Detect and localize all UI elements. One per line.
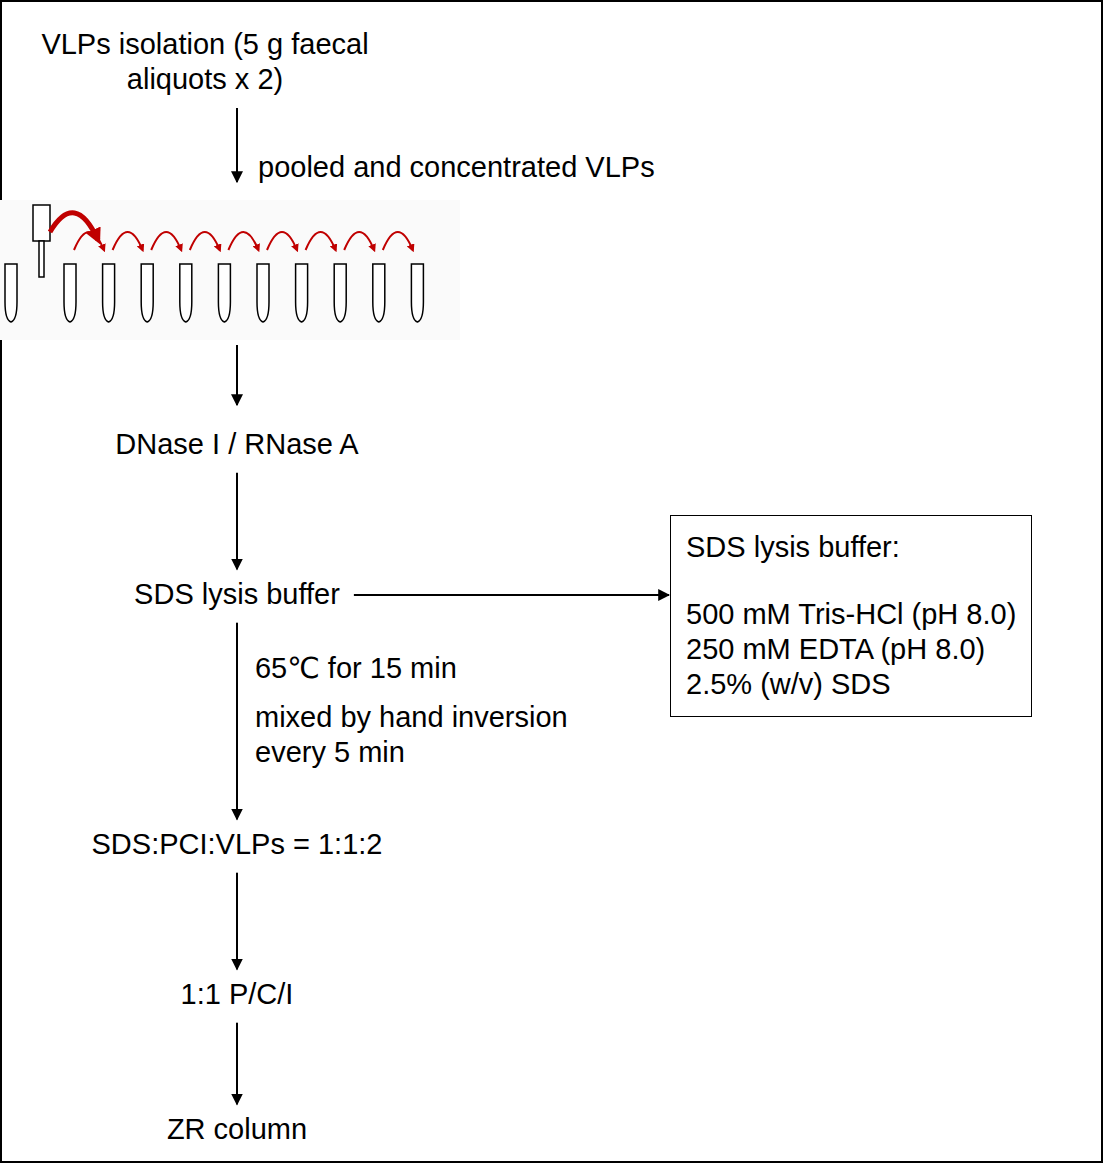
tube bbox=[296, 264, 308, 322]
transfer-arrow bbox=[267, 232, 297, 250]
box-heading: SDS lysis buffer: bbox=[686, 530, 1016, 565]
transfer-arrow bbox=[306, 232, 336, 250]
flow-arrow bbox=[236, 1023, 238, 1105]
step-label: SDS:PCI:VLPs = 1:1:2 bbox=[92, 827, 383, 862]
step-label: ZR column bbox=[167, 1112, 307, 1147]
flow-arrow bbox=[236, 873, 238, 970]
pipette-body bbox=[33, 205, 50, 241]
tube bbox=[180, 264, 192, 322]
step-text: SDS:PCI:VLPs = 1:1:2 bbox=[86, 823, 389, 866]
transfer-arrow bbox=[344, 232, 374, 250]
tube bbox=[257, 264, 269, 322]
step-label: 1:1 P/C/I bbox=[181, 977, 294, 1012]
tube bbox=[103, 264, 115, 322]
buffer-box: SDS lysis buffer: 500 mM Tris-HCl (pH 8.0… bbox=[670, 515, 1032, 717]
transfer-arrow bbox=[151, 232, 181, 250]
tube bbox=[5, 264, 17, 322]
transfer-arrow bbox=[113, 232, 143, 250]
step-text: VLPs isolation (5 g faecal aliquots x 2) bbox=[34, 23, 376, 102]
tube bbox=[334, 264, 346, 322]
tube-illustration bbox=[0, 200, 460, 340]
tube bbox=[373, 264, 385, 322]
transfer-arrow bbox=[74, 232, 104, 250]
condition-label: mixed by hand inversion every 5 min bbox=[253, 700, 647, 770]
tube bbox=[411, 264, 423, 322]
flow-arrow bbox=[236, 108, 238, 182]
recipe-line: 2.5% (w/v) SDS bbox=[686, 667, 1016, 702]
transfer-arrow bbox=[190, 232, 220, 250]
flow-arrow bbox=[236, 345, 238, 405]
flow-arrow bbox=[236, 623, 238, 820]
step-label: DNase I / RNase A bbox=[115, 427, 358, 462]
tube bbox=[218, 264, 230, 322]
tube bbox=[141, 264, 153, 322]
flow-arrow bbox=[236, 473, 238, 570]
illustration-ground bbox=[0, 200, 460, 340]
step-label: VLPs isolation (5 g faecal aliquots x 2) bbox=[40, 27, 370, 98]
tube bbox=[64, 264, 76, 322]
transfer-arrow bbox=[228, 232, 258, 250]
transfer-arrow bbox=[50, 213, 98, 240]
flow-arrow bbox=[354, 594, 669, 596]
step-text: SDS lysis buffer bbox=[128, 573, 346, 616]
pipette-tip bbox=[39, 241, 44, 277]
condition-label: 65℃ for 15 min bbox=[253, 651, 459, 686]
step-text: DNase I / RNase A bbox=[109, 423, 364, 466]
step-text: ZR column bbox=[161, 1108, 313, 1151]
recipe-line: 500 mM Tris-HCl (pH 8.0) bbox=[686, 597, 1016, 632]
recipe-line: 250 mM EDTA (pH 8.0) bbox=[686, 632, 1016, 667]
step-text: 1:1 P/C/I bbox=[175, 973, 300, 1016]
step-note: pooled and concentrated VLPs bbox=[256, 150, 657, 185]
step-label: SDS lysis buffer bbox=[134, 577, 340, 612]
transfer-arrow bbox=[383, 232, 413, 250]
